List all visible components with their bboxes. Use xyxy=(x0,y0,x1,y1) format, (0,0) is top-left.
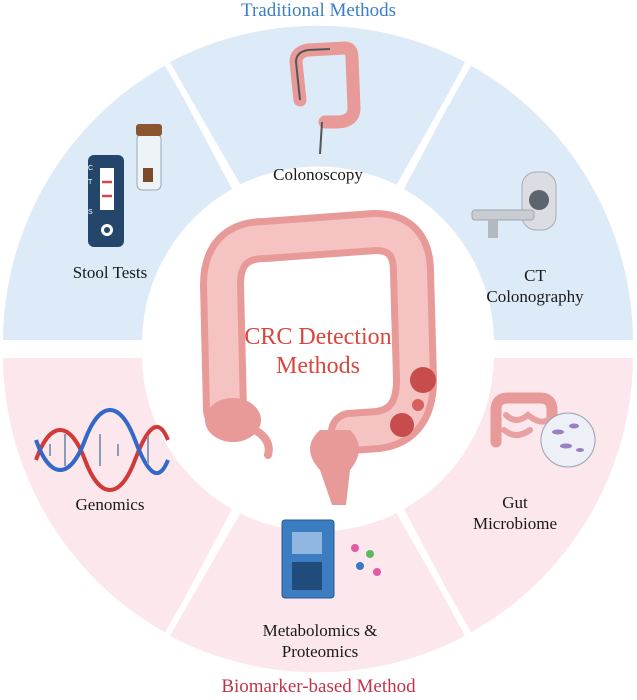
stool-kit-letters: C T S xyxy=(88,162,100,220)
label-meta-line1: Metabolomics & xyxy=(262,621,378,640)
label-colonoscopy: Colonoscopy xyxy=(273,165,363,184)
label-gut-microbiome: Gut Microbiome xyxy=(450,492,580,534)
ct-scanner-icon xyxy=(471,171,557,238)
gut-microbiome-icon xyxy=(490,392,596,468)
central-colon-icon xyxy=(200,210,437,505)
center-title-line2: Methods xyxy=(276,353,360,379)
segment-colonoscopy-b xyxy=(170,25,465,187)
segment-dividers xyxy=(0,56,637,642)
stool-test-icon xyxy=(88,124,162,247)
stool-kit-letter-s: S xyxy=(88,209,93,216)
segment-genomics xyxy=(3,358,232,633)
colonoscopy-icon xyxy=(289,41,361,155)
label-ct-line2: Colonography xyxy=(486,287,584,306)
traditional-methods-title: Traditional Methods xyxy=(241,0,396,21)
label-metabolomics-proteomics: Metabolomics & Proteomics xyxy=(240,620,400,662)
mass-spectrometer-icon xyxy=(281,519,381,599)
label-gut-line1: Gut xyxy=(502,493,528,512)
stool-kit-letter-c: C xyxy=(88,165,94,172)
label-genomics: Genomics xyxy=(75,495,145,514)
center-title: CRC Detection Methods xyxy=(218,323,418,381)
label-gut-line2: Microbiome xyxy=(472,514,558,533)
biomarker-method-title: Biomarker-based Method xyxy=(221,676,416,697)
label-ct-colonography: CT Colonography xyxy=(470,265,600,307)
dna-helix-icon xyxy=(34,408,170,492)
stool-kit-letter-t: T xyxy=(88,179,93,186)
label-stool-tests: Stool Tests xyxy=(72,263,148,282)
center-title-line1: CRC Detection xyxy=(244,324,392,350)
label-ct-line1: CT xyxy=(524,266,546,285)
segment-ct-colonography xyxy=(404,65,633,340)
label-meta-line2: Proteomics xyxy=(281,642,359,661)
